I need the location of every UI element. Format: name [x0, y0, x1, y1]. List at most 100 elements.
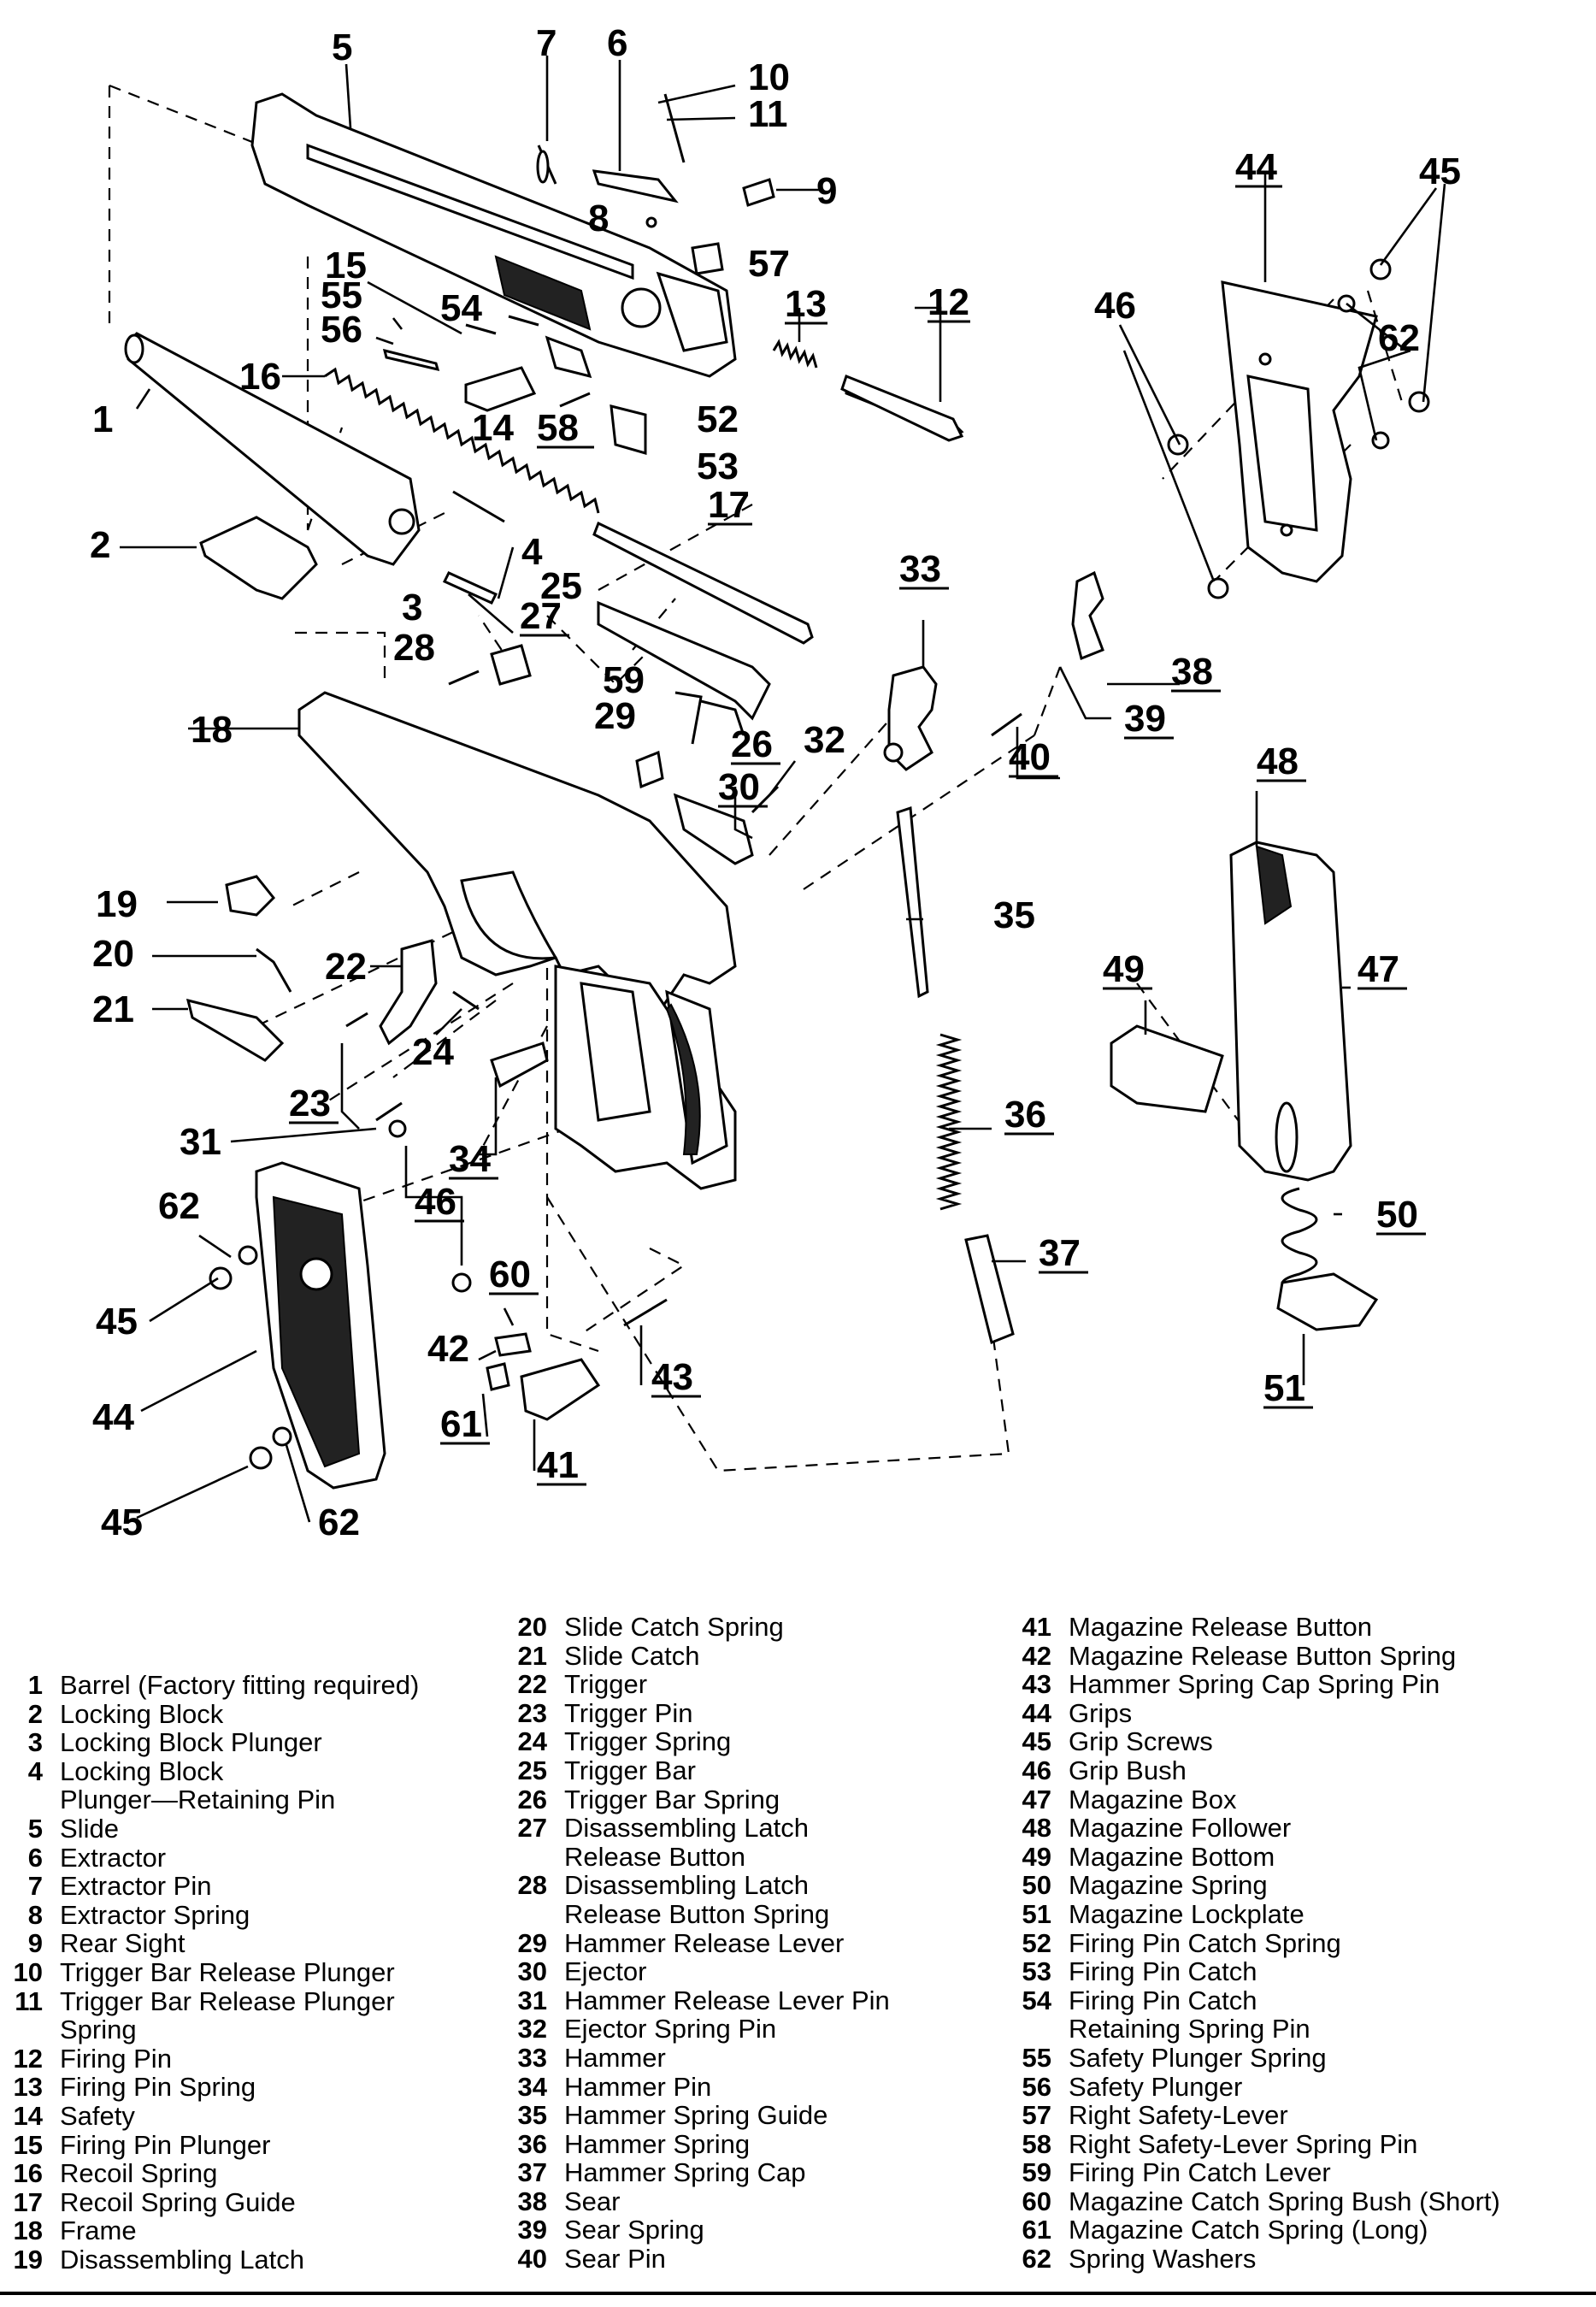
callout-27: 27: [520, 595, 562, 637]
callout-37: 37: [1039, 1232, 1081, 1274]
legend-part-name: Spring: [60, 2015, 137, 2045]
callout-48: 48: [1257, 740, 1299, 782]
grip-screw-upper-right-part: [1369, 258, 1392, 280]
legend-part-name: Safety: [60, 2100, 135, 2131]
legend-part-name: Disassembling Latch: [60, 2244, 305, 2275]
legend-part-name: Hammer Spring Guide: [564, 2100, 828, 2131]
legend-part-name: Firing Pin Catch: [1069, 1956, 1257, 1987]
callout-4: 4: [521, 531, 543, 573]
legend-part-name: Hammer: [564, 2042, 666, 2073]
callout-43: 43: [651, 1356, 693, 1398]
legend-part-number: 12: [13, 2043, 43, 2074]
callout-36: 36: [1004, 1094, 1046, 1136]
legend-entry: 20 Slide Catch Spring: [504, 1613, 890, 1642]
callout-13: 13: [785, 283, 827, 325]
grip-bush-right-lower-part: [1207, 577, 1229, 599]
legend-part-name: Hammer Spring Cap Spring Pin: [1069, 1669, 1440, 1700]
hammer-pin-part: [490, 1041, 549, 1089]
legend-part-name: Locking Block: [60, 1755, 224, 1786]
callout-40: 40: [1009, 736, 1051, 778]
legend-part-name: Disassembling Latch: [564, 1870, 810, 1901]
legend-part-number: 18: [13, 2216, 43, 2246]
legend-part-name: Slide Catch: [564, 1640, 700, 1671]
legend-part-number: 16: [13, 2158, 43, 2189]
legend-part-name: Ejector Spring Pin: [564, 2014, 777, 2044]
legend-part-number: 47: [1022, 1784, 1051, 1814]
callout-61: 61: [440, 1403, 482, 1445]
callout-50: 50: [1376, 1194, 1418, 1236]
upper-small-parts: [382, 93, 964, 605]
callout-56: 56: [321, 309, 362, 351]
callout-21: 21: [92, 988, 134, 1030]
callout-25: 25: [540, 565, 582, 607]
legend-part-number: 20: [517, 1612, 547, 1642]
legend-part-name: Trigger Bar Release Plunger: [60, 1985, 395, 2016]
legend-part-name: Hammer Release Lever: [564, 1927, 845, 1958]
legend-part-number: 28: [517, 1870, 547, 1901]
legend-part-number: 23: [517, 1697, 547, 1728]
callout-underlines: [289, 185, 1426, 1486]
callout-8: 8: [588, 198, 609, 239]
legend-part-name: Spring Washers: [1069, 2244, 1257, 2275]
grip-bush-right-upper-part: [1167, 434, 1189, 456]
callout-44-left: 44: [92, 1396, 134, 1438]
callout-5: 5: [332, 27, 352, 68]
legend-part-number: 39: [517, 2215, 547, 2245]
legend-part-name: Barrel (Factory fitting required): [60, 1670, 420, 1700]
callout-45-right: 45: [1419, 150, 1461, 192]
callout-6: 6: [607, 22, 627, 64]
callout-20: 20: [92, 933, 134, 975]
legend-part-name: Trigger: [564, 1669, 648, 1700]
callout-45-left-upper: 45: [96, 1301, 138, 1342]
legend-part-name: Magazine Release Button: [1069, 1612, 1373, 1642]
callout-16: 16: [239, 356, 281, 398]
legend-part-name: Slide: [60, 1813, 119, 1844]
magazine-catch-spring-bush-part: [494, 1332, 532, 1357]
legend-part-name: Grip Bush: [1069, 1755, 1187, 1785]
legend-part-number: 45: [1022, 1726, 1051, 1757]
callout-17: 17: [708, 484, 750, 526]
legend-part-number: 22: [517, 1669, 547, 1700]
legend-part-number: 55: [1022, 2042, 1051, 2073]
legend-part-number: 36: [517, 2128, 547, 2159]
legend-part-name: Hammer Spring: [564, 2128, 751, 2159]
callout-12: 12: [928, 281, 969, 323]
callout-22: 22: [325, 946, 367, 988]
legend-part-number: 48: [1022, 1813, 1051, 1844]
callout-47: 47: [1357, 948, 1399, 990]
callout-44-right: 44: [1235, 146, 1277, 188]
callout-9: 9: [816, 170, 837, 212]
legend-part-number: 58: [1022, 2128, 1051, 2159]
legend-part-name: Slide Catch Spring: [564, 1612, 784, 1642]
legend-part-number: 51: [1022, 1898, 1051, 1929]
legend-part-name: Sear: [564, 2186, 621, 2216]
legend-part-name: Safety Plunger: [1069, 2071, 1243, 2102]
legend-part-number: 44: [1022, 1697, 1051, 1728]
callout-55: 55: [321, 274, 362, 316]
slide-catch-part: [186, 998, 285, 1062]
sear-part: [1071, 570, 1104, 661]
